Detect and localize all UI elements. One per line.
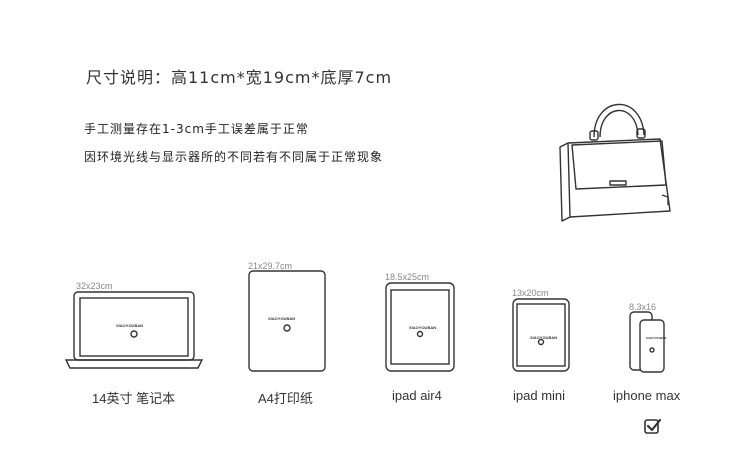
iphone-label: iphone max [613, 388, 681, 403]
tablet-icon [385, 282, 455, 372]
laptop-dimension: 32x23cm [76, 281, 113, 291]
ipad-mini-label: ipad mini [513, 388, 566, 403]
phone-icon [629, 311, 665, 373]
tablet-icon [512, 298, 570, 372]
a4-dimension: 21x29.7cm [248, 261, 293, 271]
ipad-mini-dimension: 13x20cm [512, 288, 549, 298]
laptop-screen-brand: XIAOYOUBAN [116, 323, 144, 328]
a4-label: A4打印纸 [258, 391, 313, 406]
ipad-air-dimension: 18.5x25cm [385, 272, 430, 282]
laptop-label: 14英寸 笔记本 [92, 391, 176, 406]
laptop-icon [64, 291, 204, 369]
a4-screen-brand: XIAOYOUBAN [268, 316, 296, 321]
page-title: 尺寸说明：高11cm*宽19cm*底厚7cm [86, 68, 393, 87]
ipad-air-label: ipad air4 [392, 388, 442, 403]
paper-icon [248, 270, 326, 372]
handbag-icon [559, 103, 671, 222]
ipad-mini-screen-brand: XIAOYOUBAN [530, 335, 558, 340]
checkbox-checked-icon[interactable] [643, 417, 661, 435]
ipad-air-screen-brand: XIAOYOUBAN [409, 325, 437, 330]
note-color: 因环境光线与显示器所的不同若有不同属于正常现象 [84, 150, 384, 164]
iphone-screen-brand: XIAOYOUBAN [646, 336, 667, 340]
iphone-dimension: 8.3x16 [629, 302, 657, 312]
note-error: 手工测量存在1-3cm手工误差属于正常 [84, 122, 309, 136]
